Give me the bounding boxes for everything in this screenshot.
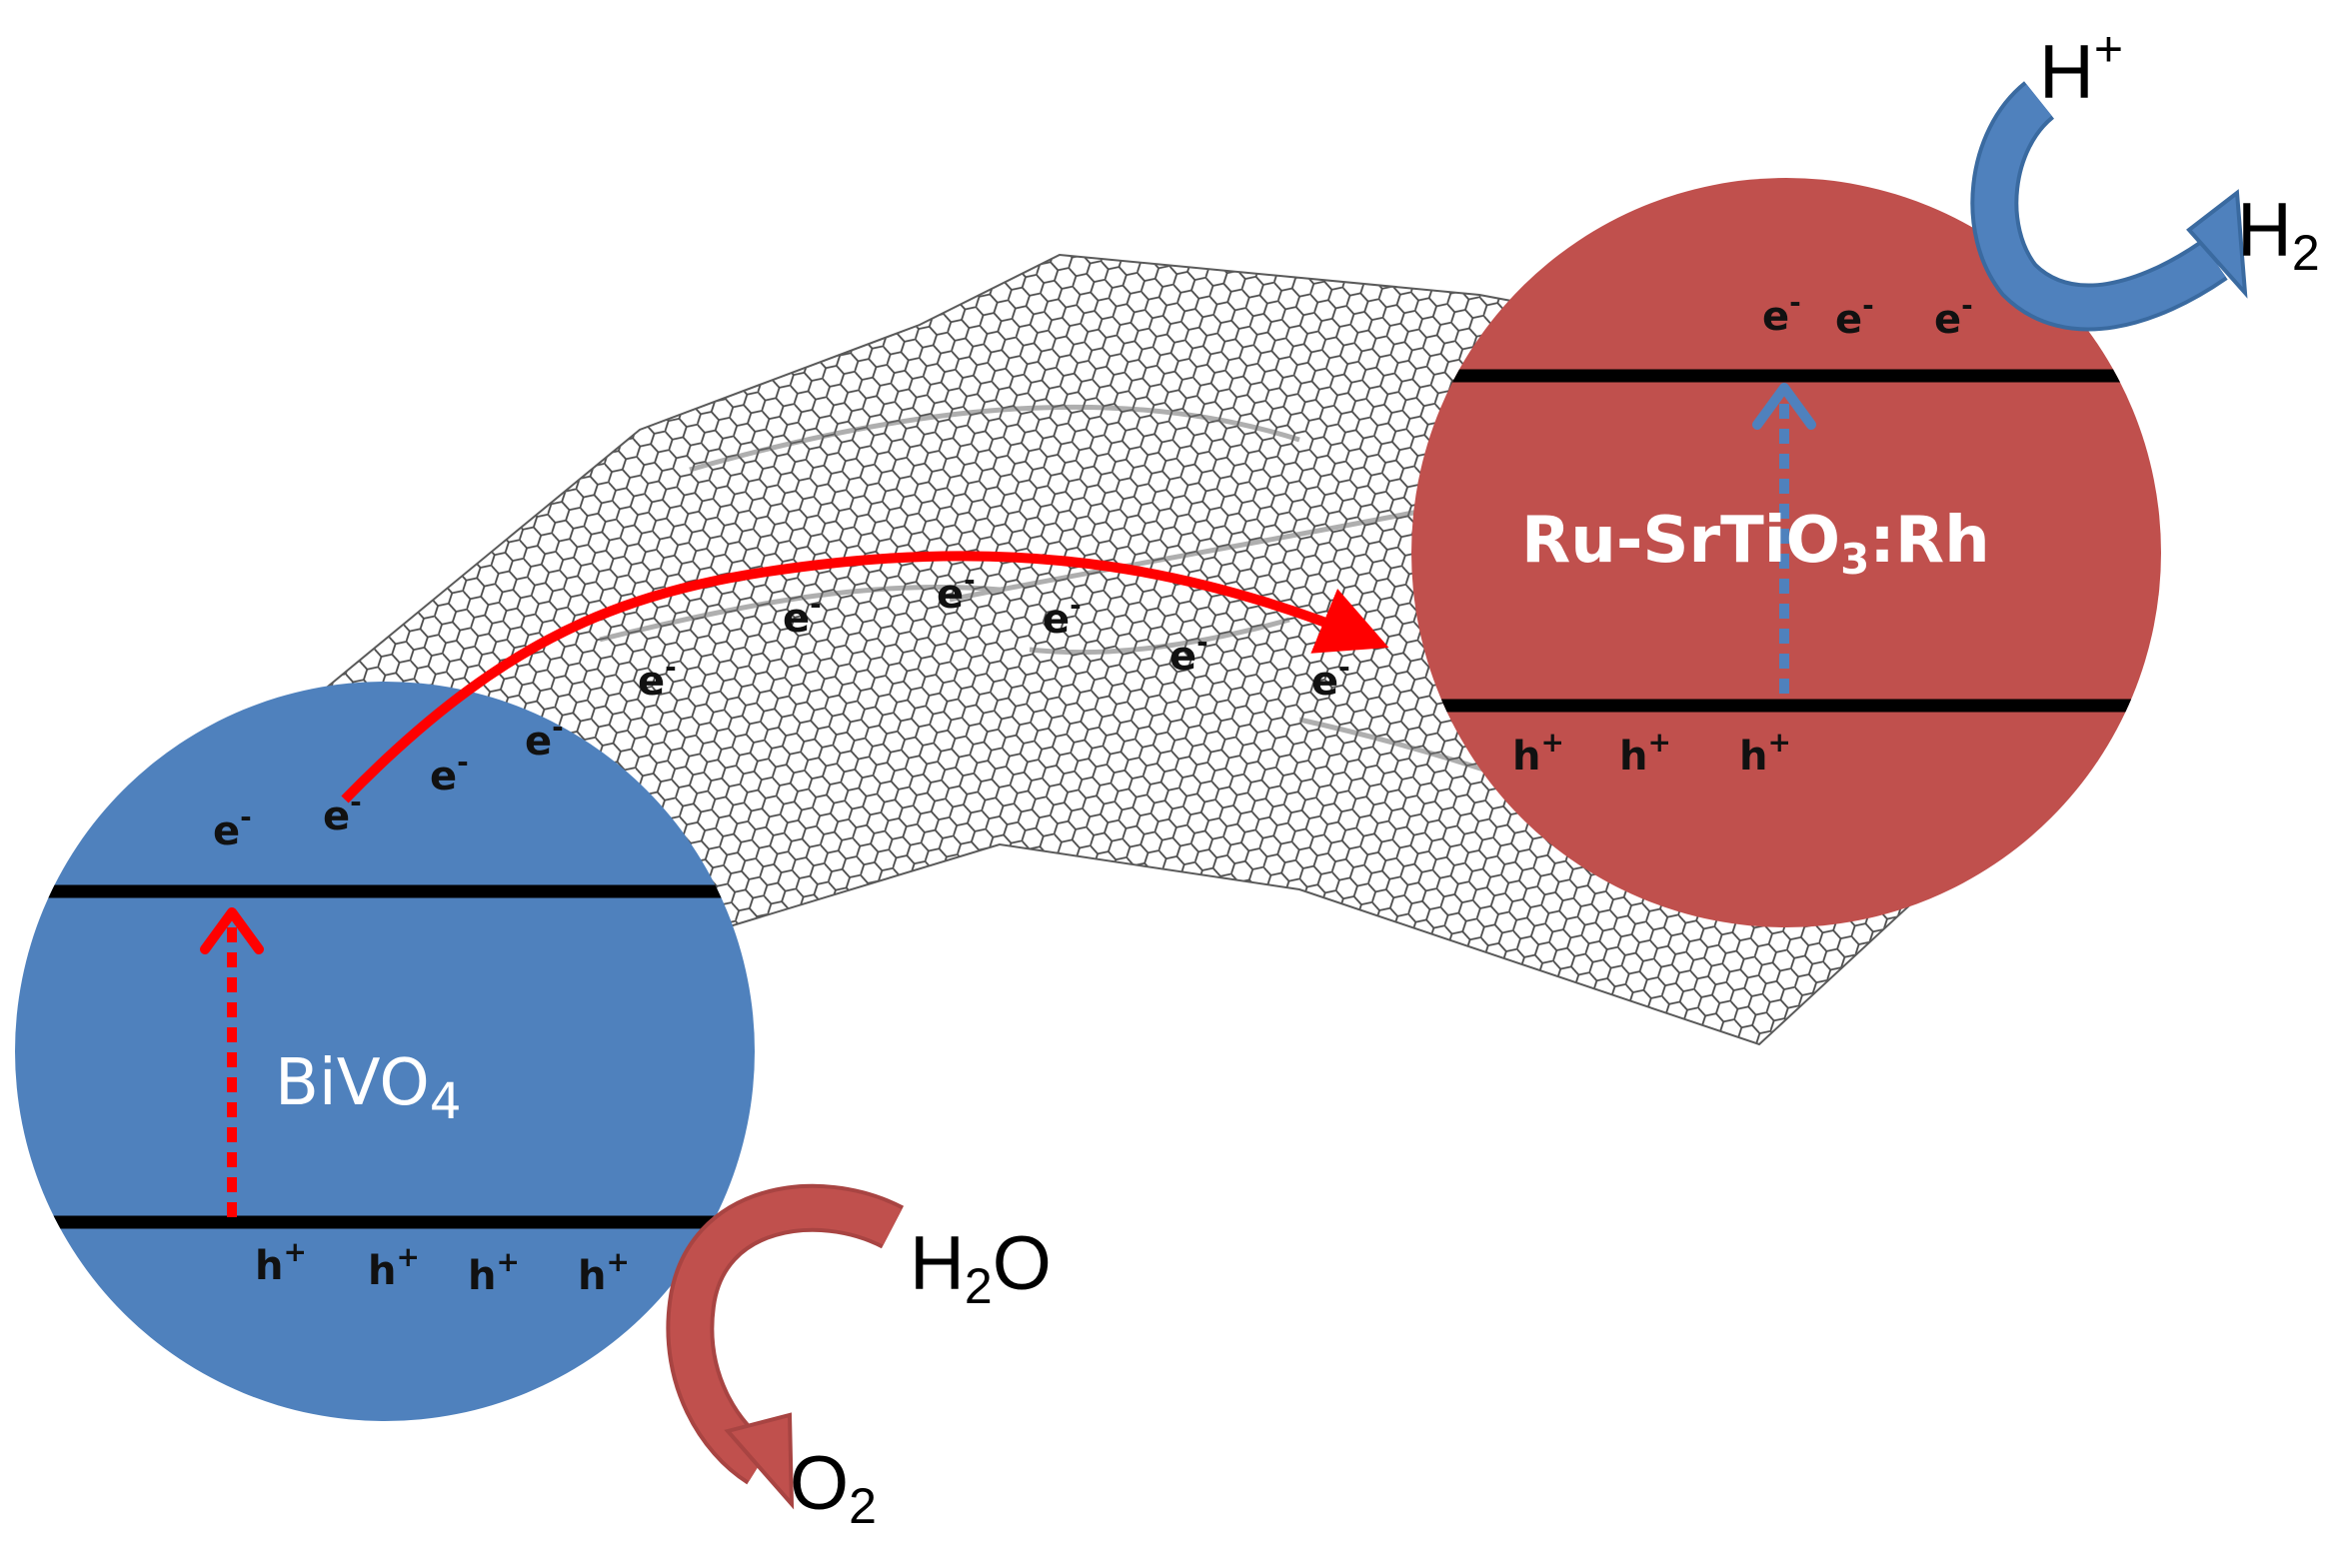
electron-transfer-arrow-icon (341, 551, 1389, 803)
srtio3-hole: h+ (1512, 726, 1564, 780)
bivo4-electron: e- (213, 800, 252, 854)
graphene-electron: e- (937, 564, 976, 618)
o2-label: O2 (790, 1441, 877, 1534)
graphene-electron: e- (430, 746, 469, 799)
bivo4-circle (15, 682, 755, 1421)
bivo4-hole: h+ (578, 1245, 630, 1299)
h2-label: H2 (2237, 188, 2320, 281)
h2o-label: H2O (910, 1221, 1052, 1314)
bivo4-hole: h+ (255, 1235, 307, 1289)
graphene-electron: e- (525, 711, 564, 765)
srtio3-electron: e- (1762, 286, 1801, 340)
srtio3-particle: Ru-SrTiO3:Rh (1411, 178, 2161, 927)
bivo4-hole: h+ (468, 1245, 520, 1299)
dotted-excitation-arrow-icon (1752, 383, 1816, 694)
reduction-arrow-icon (1970, 81, 2248, 332)
srtio3-hole: h+ (1619, 726, 1671, 780)
bivo4-electron: e- (323, 785, 362, 839)
h-plus-label: H+ (2039, 21, 2123, 115)
graphene-electron: e- (638, 651, 677, 705)
bivo4-particle: BiVO4 (15, 682, 755, 1421)
graphene-electron: e- (1043, 589, 1082, 643)
oxidation-arrow-icon (666, 1183, 905, 1510)
dotted-excitation-arrow-icon (200, 907, 264, 1217)
srtio3-label: Ru-SrTiO3:Rh (1521, 504, 1990, 584)
srtio3-hole: h+ (1739, 726, 1791, 780)
graphene-electron: e- (1311, 651, 1350, 705)
srtio3-electron: e- (1835, 289, 1874, 343)
charge-carriers: e-e-e-e-e-e-e-e-e-e-e-e-e-h+ h+ h+ h+ h+ h+ h+ (213, 286, 1973, 1299)
srtio3-circle (1411, 178, 2161, 927)
graphene-electron: e- (783, 588, 822, 642)
srtio3-electron: e- (1934, 289, 1973, 343)
bivo4-label: BiVO4 (275, 1046, 462, 1130)
graphene-electron: e- (1170, 626, 1208, 680)
bivo4-hole: h+ (368, 1240, 420, 1294)
